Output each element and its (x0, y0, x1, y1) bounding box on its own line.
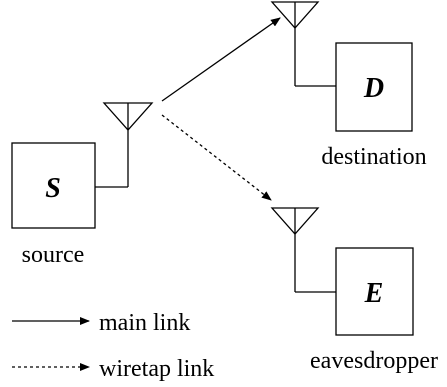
source-caption: source (22, 242, 85, 268)
destination-antenna-icon (270, 1, 336, 87)
legend-wiretap-label: wiretap link (99, 356, 214, 382)
eavesdropper-letter: E (364, 278, 384, 309)
legend-main-label: main link (99, 310, 190, 336)
eavesdropper-antenna-icon (270, 207, 336, 293)
destination-caption: destination (321, 144, 426, 170)
source-antenna-icon (95, 102, 154, 188)
eavesdropper-caption: eavesdropper (310, 348, 438, 374)
destination-box (335, 42, 413, 132)
wiretap-link-arrow (161, 114, 272, 201)
destination-letter: D (363, 73, 384, 104)
source-letter: S (45, 173, 61, 204)
source-box (11, 142, 96, 229)
main-link-arrow (161, 17, 281, 102)
